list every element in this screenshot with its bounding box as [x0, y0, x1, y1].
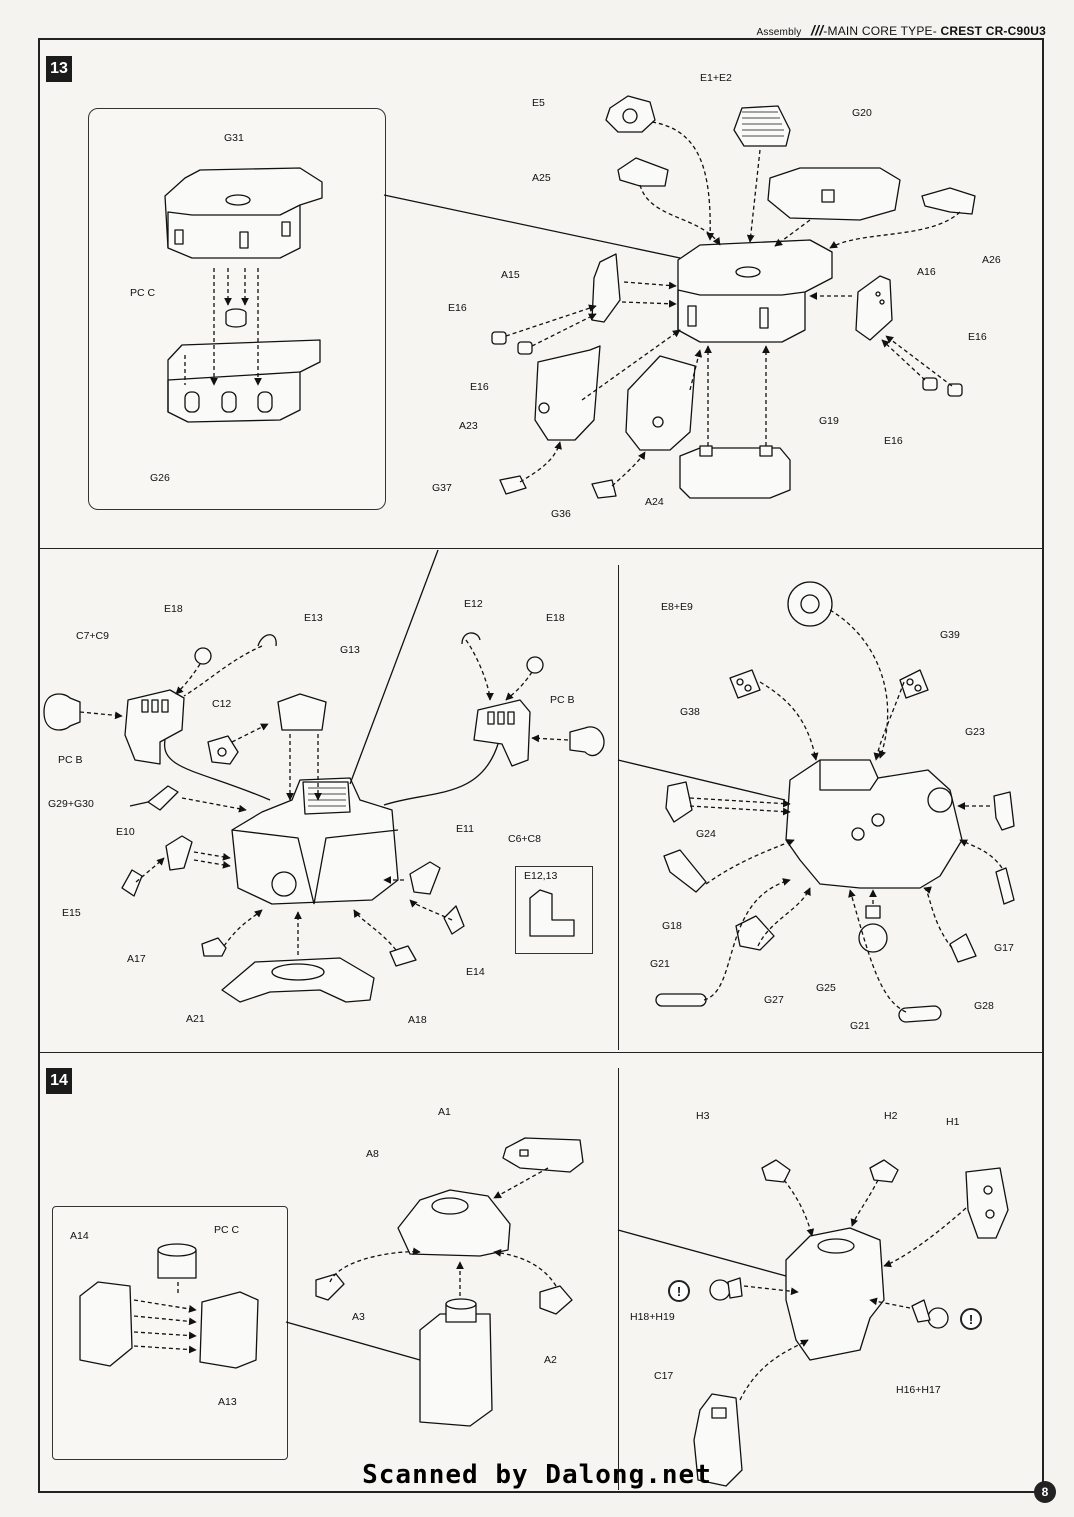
label-s14-a13: A13	[218, 1396, 237, 1408]
header-model: CREST CR-C90U3	[940, 24, 1046, 38]
header-title: -MAIN CORE TYPE-	[823, 24, 937, 38]
label-ml-a17: A17	[127, 953, 146, 965]
divider-midright	[618, 565, 619, 1050]
label-s14-h3: H3	[696, 1110, 710, 1122]
label-s13-a23: A23	[459, 420, 478, 432]
page-header: Assembly ///-MAIN CORE TYPE- CREST CR-C9…	[757, 22, 1046, 38]
label-s13-g20: G20	[852, 107, 872, 119]
label-s14-a1: A1	[438, 1106, 451, 1118]
label-ml-c12: C12	[212, 698, 232, 710]
label-s13-g37: G37	[432, 482, 452, 494]
label-s13-a24: A24	[645, 496, 664, 508]
label-ml-c7c9: C7+C9	[76, 630, 109, 642]
label-ml-a21: A21	[186, 1013, 205, 1025]
label-s13-a25: A25	[532, 172, 551, 184]
label-s13-a16: A16	[917, 266, 936, 278]
label-s13-pcc: PC C	[130, 287, 156, 299]
label-ml-c6c8: C6+C8	[508, 833, 541, 845]
header-assembly: Assembly	[756, 27, 802, 38]
divider-step14	[38, 1052, 1044, 1053]
label-s14-a3: A3	[352, 1311, 365, 1323]
warning-icon-left: !	[668, 1280, 690, 1302]
label-mr-g38: G38	[680, 706, 700, 718]
warning-icon-right: !	[960, 1308, 982, 1330]
label-s13-g26: G26	[150, 472, 170, 484]
label-ml-e14: E14	[466, 966, 485, 978]
scan-credit: Scanned by Dalong.net	[362, 1460, 712, 1490]
label-s13-e16-d: E16	[884, 435, 903, 447]
label-mr-g21a: G21	[650, 958, 670, 970]
label-ml-e18b: E18	[546, 612, 565, 624]
label-mr-g18: G18	[662, 920, 682, 932]
label-mr-g24: G24	[696, 828, 716, 840]
label-s13-a15: A15	[501, 269, 520, 281]
label-mr-g28: G28	[974, 1000, 994, 1012]
label-s13-e5: E5	[532, 97, 545, 109]
label-s14-a8: A8	[366, 1148, 379, 1160]
page-number: 8	[1034, 1481, 1056, 1503]
divider-mid	[38, 548, 1044, 549]
label-s14-h1: H1	[946, 1116, 960, 1128]
label-ml-pcb-b: PC B	[58, 754, 83, 766]
step13-inset	[88, 108, 386, 510]
label-mr-g39: G39	[940, 629, 960, 641]
label-ml-e18a: E18	[164, 603, 183, 615]
label-ml-pcb-a: PC B	[550, 694, 575, 706]
label-mr-g17: G17	[994, 942, 1014, 954]
label-mr-g27: G27	[764, 994, 784, 1006]
label-ml-e11: E11	[456, 823, 474, 835]
label-ml-e10: E10	[116, 826, 135, 838]
label-s13-g31: G31	[224, 132, 244, 144]
label-s13-a26: A26	[982, 254, 1001, 266]
label-ml-e15: E15	[62, 907, 81, 919]
header-logo: ///	[811, 22, 824, 38]
label-mr-g25: G25	[816, 982, 836, 994]
label-s14-h2: H2	[884, 1110, 898, 1122]
label-s13-g19: G19	[819, 415, 839, 427]
label-s13-e16-c: E16	[968, 331, 987, 343]
label-ml-g29g30: G29+G30	[48, 798, 94, 810]
label-s14-c17: C17	[654, 1370, 674, 1382]
label-s14-pcc: PC C	[214, 1224, 240, 1236]
label-ml-a18: A18	[408, 1014, 427, 1026]
label-s14-a2: A2	[544, 1354, 557, 1366]
label-ml-e12: E12	[464, 598, 483, 610]
step-14-badge: 14	[46, 1068, 72, 1094]
label-s13-e16-a: E16	[448, 302, 467, 314]
label-ml-e1213: E12,13	[524, 870, 558, 882]
step-13-badge: 13	[46, 56, 72, 82]
label-s13-e1e2: E1+E2	[700, 72, 732, 84]
label-ml-g13: G13	[340, 644, 360, 656]
label-ml-e13: E13	[304, 612, 323, 624]
label-s14-a14: A14	[70, 1230, 89, 1242]
label-s13-e16-b: E16	[470, 381, 489, 393]
label-s14-h18h19: H18+H19	[630, 1311, 675, 1323]
label-s14-h16h17: H16+H17	[896, 1384, 941, 1396]
label-mr-g21b: G21	[850, 1020, 870, 1032]
label-mr-g23: G23	[965, 726, 985, 738]
label-mr-e8e9: E8+E9	[661, 601, 693, 613]
label-s13-g36: G36	[551, 508, 571, 520]
divider-s14right	[618, 1068, 619, 1490]
step14-inset	[52, 1206, 288, 1460]
